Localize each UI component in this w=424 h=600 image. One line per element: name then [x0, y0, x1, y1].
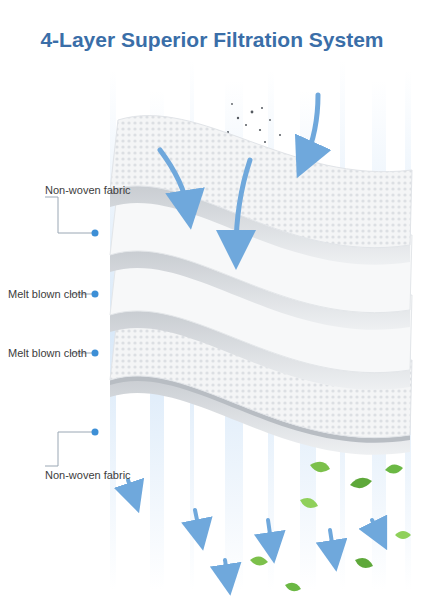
layer-label: Non-woven fabric [45, 184, 131, 197]
leader-dots [92, 230, 99, 436]
layer-label: Melt blown cloth [8, 347, 87, 360]
layer-label: Non-woven fabric [45, 469, 131, 482]
filter-layer [110, 116, 412, 265]
layer-label: Melt blown cloth [8, 288, 87, 301]
air-arrows [128, 480, 380, 580]
leaves [250, 462, 411, 591]
air-streaks [110, 60, 411, 590]
air-arrows [160, 95, 318, 250]
leader-lines [45, 197, 95, 466]
title: 4-Layer Superior Filtration System [0, 27, 424, 53]
